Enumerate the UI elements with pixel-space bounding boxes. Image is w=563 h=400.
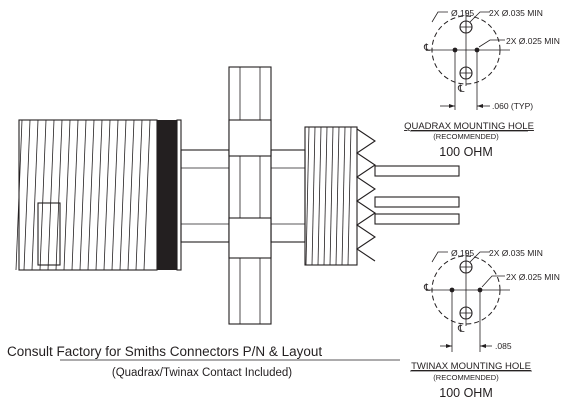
quadrax-diameter-label: Ø.195 (451, 8, 474, 18)
quadrax-subtitle: (RECOMMENDED) (433, 132, 499, 141)
contact-tail-zigzag (356, 128, 376, 262)
rear-body (270, 149, 306, 243)
thread-line (47, 119, 55, 271)
quadrax-spacing-label: .060 (TYP) (492, 101, 533, 111)
rear-thread-line (311, 126, 316, 266)
coupling-nut-thread (15, 119, 158, 271)
thread-line (143, 119, 151, 271)
rear-thread-line (323, 126, 328, 266)
rear-thread (304, 126, 358, 266)
thread-line (135, 119, 143, 271)
thread-line (71, 119, 79, 271)
quadrax-pin-small-label: 2X Ø.025 MIN (506, 36, 560, 46)
consult-note-sub: (Quadrax/Twinax Contact Included) (112, 367, 292, 379)
thread-line (63, 119, 71, 271)
quadrax-mounting-hole-detail: Ø.195 2X Ø.035 MIN 2X Ø.025 MIN ℄ ℄ .060… (404, 8, 560, 159)
band-edge (176, 119, 182, 271)
twinax-impedance: 100 OHM (439, 386, 493, 400)
thread-line (15, 119, 23, 271)
rear-thread-line (341, 126, 346, 266)
connector-side-view (15, 66, 460, 325)
rear-thread-line (335, 126, 340, 266)
quadrax-pin-large-label: 2X Ø.035 MIN (489, 8, 543, 18)
thread-line (23, 119, 31, 271)
body-tube (180, 149, 230, 243)
twinax-centerline-symbol-v: ℄ (457, 324, 465, 335)
twinax-title: TWINAX MOUNTING HOLE (411, 361, 531, 372)
quadrax-centerline-symbol-v: ℄ (457, 84, 465, 95)
quadrax-centerline-symbol-h: ℄ (423, 43, 431, 54)
knurled-band (157, 120, 177, 270)
quadrax-impedance: 100 OHM (439, 145, 493, 159)
thread-line (95, 119, 103, 271)
thread-line (103, 119, 111, 271)
twinax-pin-large-label: 2X Ø.035 MIN (489, 248, 543, 258)
rear-thread-line (347, 126, 352, 266)
insert-window-top (228, 119, 272, 157)
consult-note-main: Consult Factory for Smiths Connectors P/… (7, 344, 322, 359)
twinax-spacing-label: .085 (495, 341, 512, 351)
mounting-flange (228, 66, 272, 325)
thread-line (79, 119, 87, 271)
rear-thread-line (305, 126, 310, 266)
thread-line (31, 119, 39, 271)
consult-note: Consult Factory for Smiths Connectors P/… (7, 344, 400, 379)
twinax-centerline-symbol-h: ℄ (423, 283, 431, 294)
thread-line (111, 119, 119, 271)
twinax-pin-small-label: 2X Ø.025 MIN (506, 272, 560, 282)
insert-window-bottom (228, 217, 272, 259)
twinax-subtitle: (RECOMMENDED) (433, 373, 499, 382)
twinax-mounting-hole-detail: Ø.195 2X Ø.035 MIN 2X Ø.025 MIN ℄ ℄ .085… (410, 248, 560, 400)
thread-line (55, 119, 63, 271)
rear-thread-line (329, 126, 334, 266)
quadrax-title: QUADRAX MOUNTING HOLE (404, 121, 534, 132)
thread-line (127, 119, 135, 271)
thread-line (119, 119, 127, 271)
thread-line (39, 119, 47, 271)
rear-thread-line (317, 126, 322, 266)
thread-line (87, 119, 95, 271)
twinax-diameter-label: Ø.195 (451, 248, 474, 258)
contact-pins (374, 165, 460, 225)
